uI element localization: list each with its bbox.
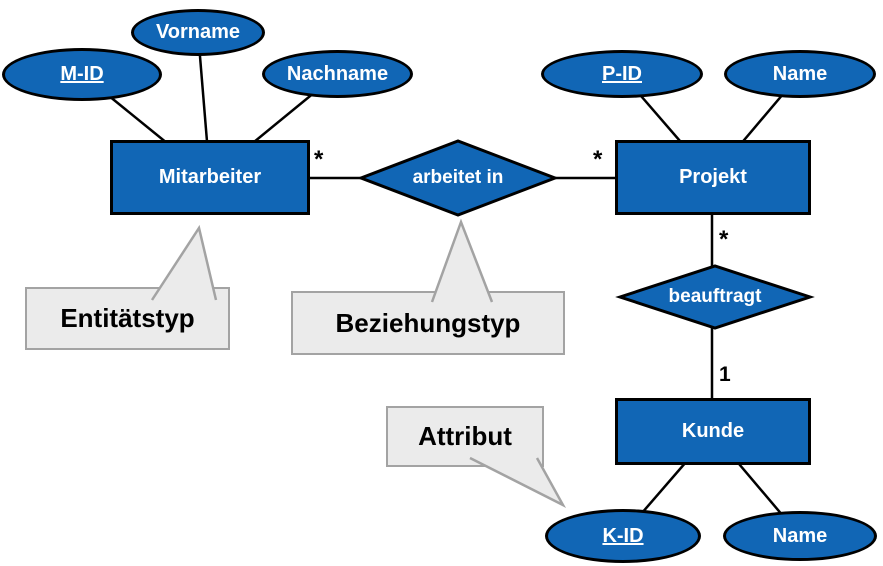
attribute-k-id: K-ID — [545, 509, 701, 563]
callout-entitaetstyp-label: Entitätstyp — [60, 303, 195, 333]
attribute-p-id-label: P-ID — [602, 62, 642, 85]
callout-attribut-label: Attribut — [418, 421, 512, 451]
attribute-kunde-name-label: Name — [772, 524, 828, 547]
attribute-nachname-label: Nachname — [286, 62, 389, 85]
entity-mitarbeiter-label: Mitarbeiter — [158, 166, 262, 188]
callout-attribut: Attribut — [386, 406, 544, 467]
attribute-m-id-label: M-ID — [60, 63, 104, 85]
attribute-k-id-label: K-ID — [602, 524, 644, 547]
attribute-projekt-name-label: Name — [772, 62, 828, 85]
arbeitet-in-diamond — [356, 139, 560, 217]
callout-beziehungstyp-label: Beziehungstyp — [335, 307, 521, 338]
relationship-beauftragt-label: beauftragt — [668, 286, 762, 307]
cardinality-projekt-beauftragt: * — [719, 226, 729, 253]
attribute-vorname: Vorname — [131, 9, 265, 56]
entity-mitarbeiter: Mitarbeiter — [110, 140, 310, 215]
attribute-vorname-label: Vorname — [155, 21, 241, 43]
entity-kunde-label: Kunde — [681, 420, 745, 442]
beauftragt-diamond — [615, 264, 815, 330]
entity-projekt: Projekt — [615, 140, 811, 215]
cardinality-projekt-arbeitet-in: * — [593, 146, 603, 173]
callout-entitaetstyp: Entitätstyp — [25, 287, 230, 350]
attribute-p-id: P-ID — [541, 50, 703, 98]
cardinality-mitarbeiter-arbeitet-in: * — [314, 146, 324, 173]
callout-beziehungstyp: Beziehungstyp — [291, 291, 565, 355]
attribute-projekt-name: Name — [724, 50, 876, 98]
entity-projekt-label: Projekt — [679, 166, 747, 188]
attribute-m-id: M-ID — [2, 48, 162, 101]
attribute-kunde-name: Name — [723, 511, 877, 561]
attribute-nachname: Nachname — [262, 50, 413, 98]
cardinality-kunde-beauftragt: 1 — [719, 363, 731, 386]
relationship-arbeitet-in-label: arbeitet in — [412, 167, 504, 188]
entity-kunde: Kunde — [615, 398, 811, 465]
